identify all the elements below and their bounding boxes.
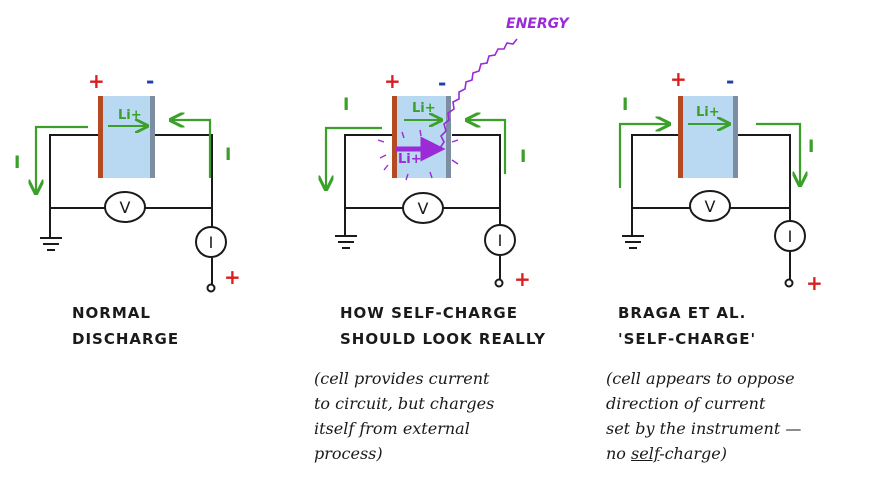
positive-sign: + bbox=[670, 67, 687, 91]
negative-sign: - bbox=[146, 69, 154, 93]
terminal-positive-sign: + bbox=[806, 271, 823, 295]
self-emphasis: self bbox=[631, 444, 660, 463]
caption-braga-self-charge: BRAGA ET AL.'SELF-CHARGE' bbox=[618, 304, 757, 348]
battery-cell: Li+ Li+ bbox=[377, 96, 459, 181]
positive-sign: + bbox=[88, 69, 105, 93]
current-label-left: I bbox=[622, 95, 628, 115]
svg-text:I: I bbox=[209, 233, 214, 252]
terminal-positive-sign: + bbox=[224, 265, 241, 289]
battery-cell: Li+ bbox=[98, 96, 155, 178]
ion-label: Li+ bbox=[412, 101, 436, 116]
ammeter: I bbox=[774, 220, 806, 252]
terminal-positive-sign: + bbox=[514, 267, 531, 291]
panel-braga-self-charge: Li+ + - I I V I + bbox=[618, 67, 823, 295]
positive-sign: + bbox=[384, 69, 401, 93]
current-label-right: I bbox=[225, 145, 231, 165]
svg-text:V: V bbox=[705, 197, 716, 216]
ammeter: I bbox=[484, 224, 516, 256]
current-arrows bbox=[326, 120, 507, 188]
energy-squiggle bbox=[439, 38, 518, 149]
ion-label: Li+ bbox=[696, 105, 720, 120]
negative-sign: - bbox=[726, 69, 734, 93]
energy-label: ENERGY bbox=[506, 16, 571, 32]
voltmeter: V bbox=[104, 191, 146, 223]
current-label-left: I bbox=[14, 153, 20, 173]
current-arrows bbox=[618, 124, 800, 188]
energy-burst bbox=[377, 129, 459, 181]
current-label-right: I bbox=[808, 137, 814, 157]
panel-ideal-self-charge: Li+ Li+ ENERGY + - I I bbox=[326, 16, 571, 291]
ground-symbol bbox=[40, 208, 62, 251]
voltmeter: V bbox=[689, 190, 731, 222]
ammeter: I bbox=[195, 226, 227, 258]
ground-symbol bbox=[335, 208, 357, 249]
svg-text:I: I bbox=[498, 231, 503, 250]
svg-text:V: V bbox=[418, 199, 429, 218]
ion-label: Li+ bbox=[118, 108, 142, 123]
battery-cell: Li+ bbox=[678, 96, 738, 178]
negative-sign: - bbox=[438, 71, 446, 95]
voltmeter: V bbox=[402, 192, 444, 224]
current-arrows bbox=[36, 120, 212, 192]
current-label-right: I bbox=[520, 147, 526, 167]
ground-symbol bbox=[622, 208, 644, 249]
svg-text:I: I bbox=[788, 227, 793, 246]
ion-label-reverse: Li+ bbox=[398, 152, 422, 167]
panel-normal-discharge: Li+ + - I I V I + bbox=[14, 69, 241, 293]
svg-text:V: V bbox=[120, 198, 131, 217]
current-label-left: I bbox=[343, 95, 349, 115]
